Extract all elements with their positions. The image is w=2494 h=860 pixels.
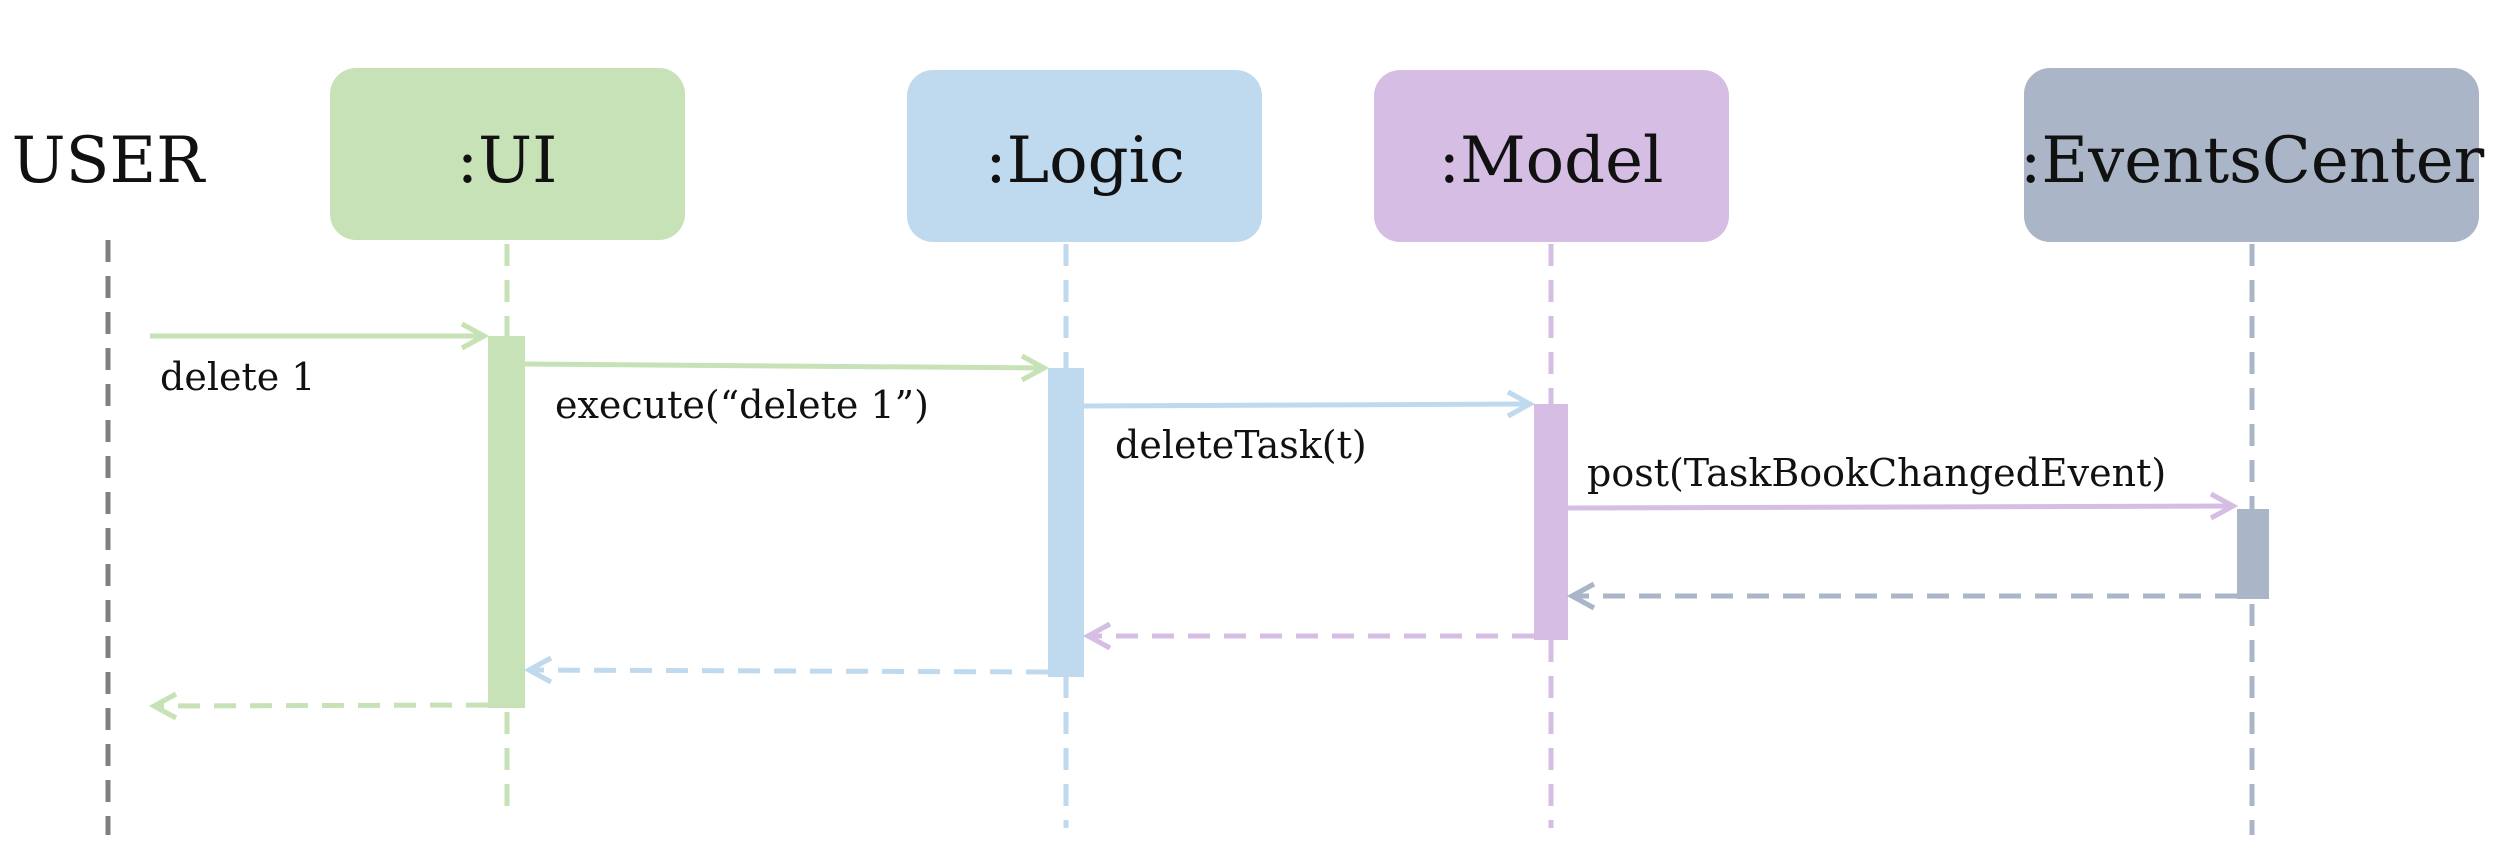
participant-events: :EventsCenter [2020,68,2485,242]
message-label: deleteTask(t) [1115,423,1367,467]
return-logic-to-ui [523,655,1049,685]
participant-ui: :UI [330,68,685,240]
activation-model [1534,404,1568,640]
activation-events [2237,509,2269,599]
return-arrow [153,702,489,709]
arrowhead-icon [523,655,553,685]
arrowhead-icon [1506,389,1536,419]
return-events-to-model [1566,581,2237,611]
arrowhead-icon [1020,353,1050,383]
activation-ui [488,336,525,708]
participant-ui-box [330,68,685,240]
participant-ui-label: :UI [457,124,558,198]
message-deletetask: deleteTask(t) [1083,389,1536,467]
participant-logic: :Logic [907,70,1262,242]
message-delete: delete 1 [150,321,490,399]
activation-logic [1048,368,1084,677]
return-model-to-logic [1082,621,1534,651]
message-arrow [1083,401,1531,409]
message-label: execute(“delete 1”) [555,383,929,427]
arrowhead-icon [1082,621,1112,651]
arrowhead-icon [1566,581,1596,611]
participant-logic-box [907,70,1262,242]
message-arrow [524,361,1045,371]
participant-model: :Model [1374,70,1729,242]
message-arrow [1567,503,2234,511]
return-ui-to-user [148,691,489,721]
return-arrow [528,667,1049,675]
arrowhead-icon [148,691,178,721]
participant-events-label: :EventsCenter [2020,124,2485,198]
participant-logic-label: :Logic [985,124,1185,198]
message-execute: execute(“delete 1”) [524,353,1050,427]
message-post: post(TaskBookChangedEvent) [1567,451,2239,521]
participant-model-box [1374,70,1729,242]
message-label: delete 1 [160,355,315,399]
message-label: post(TaskBookChangedEvent) [1587,451,2166,495]
participant-model-label: :Model [1439,124,1664,198]
participant-user-label: USER [12,124,207,198]
arrowhead-icon [2209,491,2239,521]
arrowhead-icon [460,321,490,351]
participant-events-box [2024,68,2479,242]
